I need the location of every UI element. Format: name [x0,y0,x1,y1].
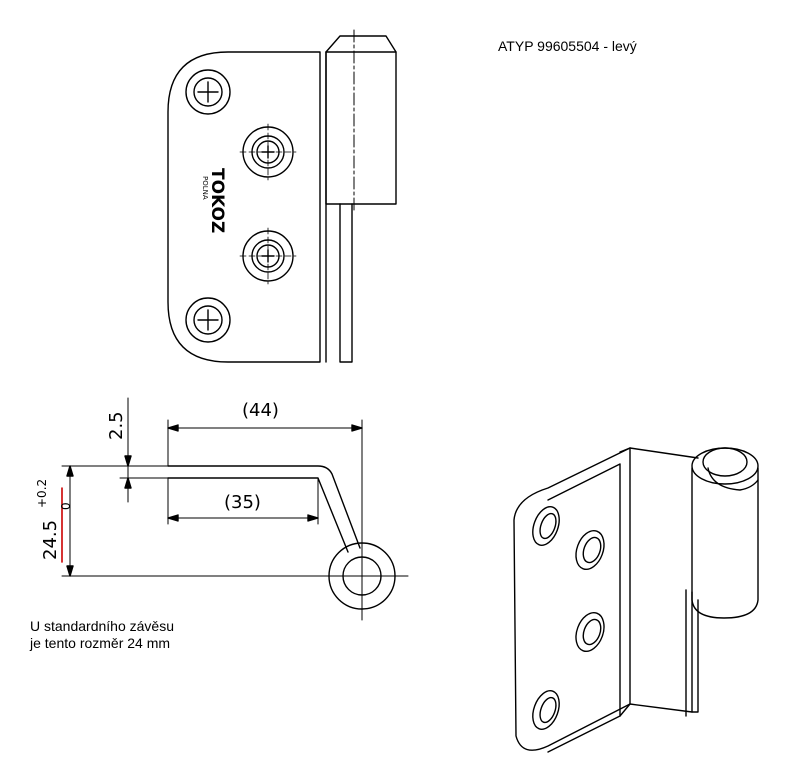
dim-width-inner: (35) [224,492,261,513]
screw-hole-2 [239,123,297,181]
dim-tolerance-upper: +0.2 [35,479,49,508]
iso-hole-3 [575,611,605,653]
hinge-knuckle [325,35,397,205]
dim-height-main: 24.5 [40,520,61,560]
iso-hole-2 [575,529,605,571]
dim-thickness: 2.5 [106,411,127,440]
hinge-plate-outline [167,51,321,363]
brand-logo: TOKOZ POLNA [201,168,227,233]
screw-hole-3 [239,227,297,285]
drawing-title: ATYP 99605504 - levý [498,38,637,54]
brand-logo-subtext: POLNA [201,176,209,200]
iso-hole-4 [532,690,560,730]
screw-hole-1 [185,69,231,115]
section-view [61,397,409,621]
brand-logo-text: TOKOZ [207,168,227,233]
footnote-line-1: U standardního závěsu [30,618,174,634]
screw-hole-4 [185,297,231,343]
iso-barrel [691,467,759,619]
pin-leaf [339,203,353,363]
dim-width-outer: (44) [242,400,279,421]
front-view [167,29,397,363]
iso-plate [513,447,631,751]
leaf-profile [167,465,361,549]
isometric-view [513,447,759,753]
footnote-line-2: je tento rozměr 24 mm [30,635,171,651]
iso-hole-1 [532,506,560,546]
dim-tolerance-lower: 0 [59,502,73,510]
footnote: U standardního závěsu je tento rozměr 24… [30,618,174,652]
